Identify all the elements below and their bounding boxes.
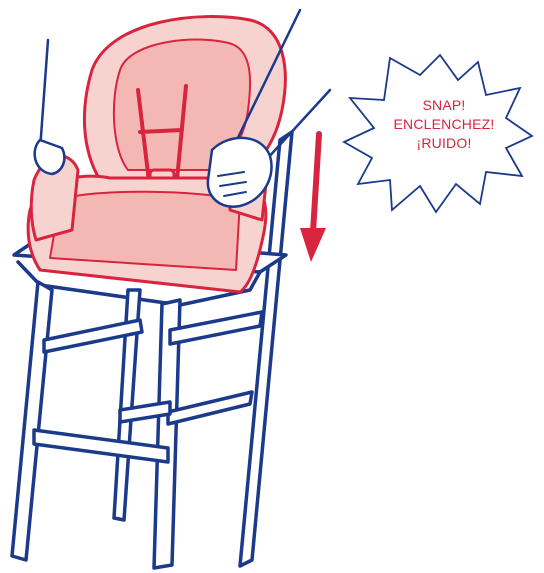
snap-callout: SNAP! ENCLENCHEZ! ¡RUIDO! — [372, 96, 516, 153]
callout-line-1: SNAP! — [372, 96, 516, 115]
callout-line-2: ENCLENCHEZ! — [372, 115, 516, 134]
down-arrow-icon — [300, 134, 326, 262]
callout-line-3: ¡RUIDO! — [372, 134, 516, 153]
